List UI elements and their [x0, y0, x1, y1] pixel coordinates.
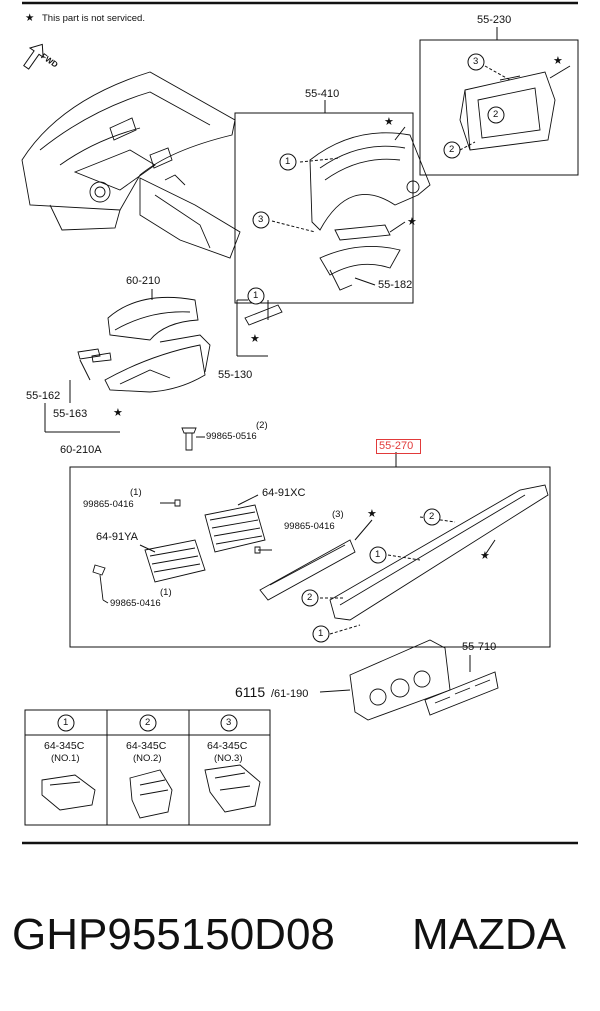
clip-variant-2: (NO.2) — [133, 753, 162, 764]
cluster-hood-sketch — [309, 132, 431, 291]
callout-99865-0516: 99865-0516 — [206, 431, 257, 442]
screw-icon-0416-a — [160, 499, 181, 507]
clip-col-num-3: 3 — [226, 717, 232, 728]
callout-99865-0416-a: 99865-0416 — [83, 499, 134, 510]
vent-64-91XC-sketch — [204, 504, 266, 553]
part-number: GHP955150D08 — [12, 910, 335, 959]
star-icon: ★ — [553, 55, 563, 67]
dashboard-sketch — [21, 71, 241, 259]
star-icon: ★ — [384, 116, 394, 128]
clip-variant-1: (NO.1) — [51, 753, 80, 764]
brand-name: MAZDA — [412, 910, 566, 959]
clip-variant-3: (NO.3) — [214, 753, 243, 764]
callout-6115: 6115 — [235, 684, 266, 700]
callout-55-163: 55-163 — [53, 408, 88, 420]
column-cover-sketch — [77, 296, 211, 393]
footer: GHP955150D08 MAZDA — [0, 905, 600, 965]
circle-num: 2 — [307, 592, 313, 603]
notice-star-icon: ★ — [25, 12, 35, 24]
circle-num: 1 — [318, 628, 324, 639]
callout-55-182: 55-182 — [378, 279, 413, 291]
clip-part-2: 64-345C — [126, 740, 167, 752]
callout-60-210A: 60-210A — [60, 444, 102, 456]
circle-num: 1 — [285, 156, 291, 167]
callout-55-162: 55-162 — [26, 390, 61, 402]
circle-num: 2 — [493, 109, 499, 120]
circle-num: 1 — [253, 290, 259, 301]
clip-2-sketch — [129, 769, 173, 819]
screw-icon-0416-b — [254, 546, 272, 554]
callout-64-91YA: 64-91YA — [96, 531, 138, 543]
circle-num: 2 — [449, 144, 455, 155]
callout-55-230: 55-230 — [477, 14, 512, 26]
callout-55-410: 55-410 — [305, 88, 340, 100]
star-icon: ★ — [480, 550, 490, 562]
display-unit-sketch — [459, 71, 556, 151]
callout-99865-0416-c: 99865-0416 — [110, 598, 161, 609]
qty-label-1b: (1) — [160, 587, 172, 598]
group-box-55-230 — [419, 39, 579, 176]
clip-col-num-2: 2 — [145, 717, 151, 728]
circle-num: 3 — [473, 56, 479, 67]
screw-icon-0516 — [181, 427, 197, 451]
group-box-55-410 — [234, 112, 414, 304]
clip-1-sketch — [41, 774, 96, 811]
callout-55-710: 55-710 — [462, 641, 497, 653]
qty-label-3: (3) — [332, 509, 344, 520]
circle-markers — [57, 53, 505, 732]
clip-col-num-1: 1 — [63, 717, 69, 728]
callout-60-210: 60-210 — [126, 275, 161, 287]
circle-num: 1 — [375, 549, 381, 560]
climate-panel-sketch — [349, 639, 499, 721]
star-icon: ★ — [407, 216, 417, 228]
screw-icon-0416-c — [92, 564, 106, 601]
group-box-55-270 — [69, 466, 551, 648]
circle-num: 2 — [429, 511, 435, 522]
fwd-arrow-icon — [23, 43, 44, 70]
clip-part-3: 64-345C — [207, 740, 248, 752]
star-icon: ★ — [250, 333, 260, 345]
clip-table-frame — [24, 709, 271, 826]
notice-text: This part is not serviced. — [42, 13, 145, 24]
clip-3-sketch — [204, 764, 261, 813]
circle-num: 3 — [258, 214, 264, 225]
trim-panel-sketch — [259, 484, 549, 621]
star-icon: ★ — [367, 508, 377, 520]
star-icon: ★ — [113, 407, 123, 419]
callout-55-130: 55-130 — [218, 369, 253, 381]
callout-61-190: /61-190 — [271, 688, 309, 700]
strip-55-130 — [244, 304, 283, 326]
qty-label-2: (2) — [256, 420, 268, 431]
callout-55-270: 55-270 — [379, 440, 414, 452]
clip-part-1: 64-345C — [44, 740, 85, 752]
qty-label-1a: (1) — [130, 487, 142, 498]
vent-64-91YA-sketch — [144, 539, 206, 583]
highlight-55-270 — [376, 439, 421, 454]
callout-64-91XC: 64-91XC — [262, 487, 306, 499]
callout-99865-0416-b: 99865-0416 — [284, 521, 335, 532]
